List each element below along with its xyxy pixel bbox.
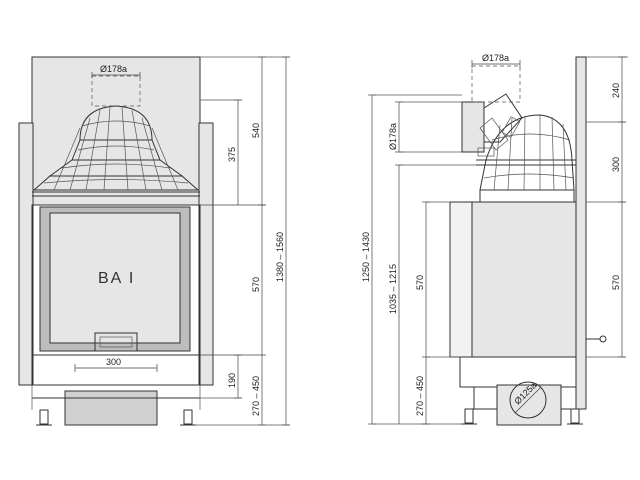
front-foot-right xyxy=(183,409,193,425)
front-dim-300: 300 xyxy=(106,357,121,367)
side-flue-diameter-side: Ø178a xyxy=(388,123,398,150)
front-flue-diameter: Ø178a xyxy=(100,64,127,74)
side-dim-270-450: 270 – 450 xyxy=(415,376,425,416)
front-door-glass xyxy=(49,212,181,344)
front-base xyxy=(31,354,201,386)
side-dim-570-right: 570 xyxy=(611,275,621,290)
door-handle xyxy=(94,332,138,352)
front-dim-375: 375 xyxy=(227,147,237,162)
side-dim-240: 240 xyxy=(611,83,621,98)
front-dome xyxy=(32,105,200,197)
front-dim-570: 570 xyxy=(251,277,261,292)
side-dome xyxy=(476,114,576,202)
front-dim-1380-1560: 1380 – 1560 xyxy=(275,232,285,282)
side-knob xyxy=(599,335,607,343)
side-view: Ø125a xyxy=(361,53,628,426)
front-rear-panel xyxy=(31,56,201,206)
side-front-strip xyxy=(449,201,473,358)
front-dim-270-450: 270 – 450 xyxy=(251,376,261,416)
side-dim-300: 300 xyxy=(611,157,621,172)
front-flue-outline xyxy=(91,75,141,107)
front-view: Ø178a BA I 300 540 375 570 190 xyxy=(18,56,290,426)
side-wall-panel xyxy=(575,56,587,410)
side-flue-diameter-top: Ø178a xyxy=(482,53,509,63)
front-dim-540: 540 xyxy=(251,123,261,138)
side-air-inlet xyxy=(509,381,547,419)
side-foot-right xyxy=(570,408,580,424)
side-flue-outline xyxy=(471,65,521,103)
model-label: BA I xyxy=(98,270,135,287)
front-foot-left xyxy=(39,409,49,425)
front-left-cladding xyxy=(18,122,34,386)
side-base xyxy=(459,356,577,388)
side-foot-left xyxy=(464,408,474,424)
front-right-cladding xyxy=(198,122,214,386)
side-dim-570-left: 570 xyxy=(415,275,425,290)
side-flue-pipe xyxy=(461,93,523,157)
door-handle-inner xyxy=(99,336,133,348)
front-dim-190: 190 xyxy=(227,373,237,388)
front-ash-box xyxy=(64,390,158,426)
side-dim-1035-1215: 1035 – 1215 xyxy=(388,264,398,314)
side-dim-1250-1430: 1250 – 1430 xyxy=(361,232,371,282)
